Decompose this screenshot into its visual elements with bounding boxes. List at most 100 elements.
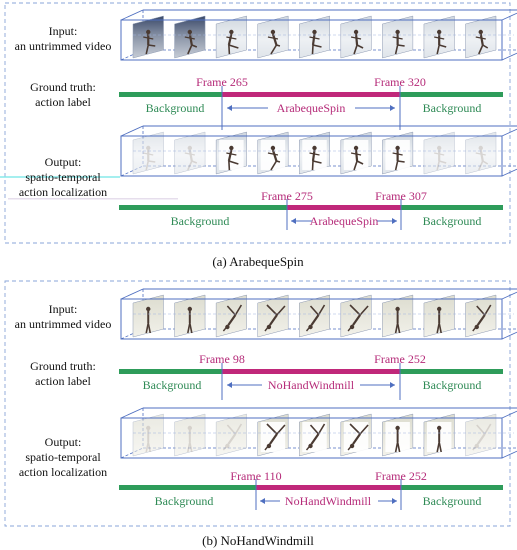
athlete-figure <box>394 306 401 334</box>
panel-a-out-bg-right-label: Background <box>423 214 482 228</box>
athlete-figure <box>436 306 442 334</box>
panel-a-input-label-2: an untrimmed video <box>15 39 112 53</box>
panel-b-gt-bg-left-label: Background <box>143 378 202 392</box>
panel-a-out-start-label: Frame 275 <box>261 189 313 203</box>
panel-a-out-bar-bg-left <box>119 205 287 210</box>
video-frame <box>174 413 206 457</box>
video-frame <box>215 131 247 175</box>
video-frame <box>174 294 206 338</box>
panel-b-gt-end-label: Frame 252 <box>374 352 426 366</box>
video-frame <box>257 413 289 457</box>
panel-a-out-label-1: Output: <box>45 155 82 169</box>
panel-b-gt-label-1: Ground truth: <box>30 359 96 373</box>
athlete-figure <box>222 423 243 451</box>
athlete-figure <box>267 145 281 171</box>
panel-b-gt-action-label: NoHandWindmill <box>268 378 355 392</box>
athlete-figure <box>184 145 198 171</box>
panel-b-out-bar-bg-right <box>401 485 503 490</box>
panel-b-out-bg-left-label: Background <box>155 494 214 508</box>
athlete-figure <box>475 29 489 55</box>
athlete-figure <box>187 306 193 334</box>
panel-b-out-end-label: Frame 252 <box>375 469 427 483</box>
panel-a-gt-label-2: action label <box>35 95 91 109</box>
athlete-figure <box>347 423 369 451</box>
panel-b-gt-start-label: Frame 98 <box>199 352 245 366</box>
video-frame <box>340 15 372 59</box>
panel-b: Input: an untrimmed video Ground truth: … <box>4 280 517 548</box>
panel-b-out-bar-action <box>256 485 401 490</box>
panel-a-gt-label-1: Ground truth: <box>30 80 96 94</box>
athlete-figure <box>472 423 492 451</box>
panel-a-out-bar-bg-right <box>401 205 503 210</box>
video-frame <box>340 413 372 457</box>
athlete-figure <box>305 423 326 451</box>
panel-a-out-bg-left-label: Background <box>171 214 230 228</box>
athlete-figure <box>309 145 322 171</box>
video-frame <box>423 294 455 338</box>
panel-a-input-label-1: Input: <box>49 24 78 38</box>
panel-a-gt-start-label: Frame 265 <box>196 75 248 89</box>
panel-b-input-label-2: an untrimmed video <box>15 317 112 331</box>
athlete-figure <box>350 145 364 171</box>
athlete-figure <box>392 29 405 55</box>
athlete-figure <box>145 425 152 453</box>
athlete-figure <box>184 29 198 55</box>
panel-a-out-end-label: Frame 307 <box>375 189 427 203</box>
panel-a-input-strip <box>120 9 517 61</box>
panel-a-gt-bar-bg-right <box>400 92 503 97</box>
video-frame <box>132 15 164 59</box>
video-frame <box>382 413 414 457</box>
panel-b-gt-bar-bg-right <box>400 369 503 374</box>
video-frame <box>382 294 414 338</box>
video-frame <box>465 131 497 175</box>
athlete-figure <box>436 425 442 453</box>
panel-b-out-bg-right-label: Background <box>423 494 482 508</box>
athlete-figure <box>264 423 286 451</box>
panel-b-input-label-1: Input: <box>49 302 78 316</box>
athlete-figure <box>305 304 326 332</box>
video-frame <box>132 294 164 338</box>
video-frame <box>465 294 497 338</box>
athlete-figure <box>472 304 492 332</box>
panel-b-out-label-3: action localization <box>19 465 107 479</box>
video-frame <box>340 294 372 338</box>
athlete-figure <box>392 145 405 171</box>
athlete-figure <box>434 145 447 171</box>
panel-a-out-label-3: action localization <box>19 185 107 199</box>
athlete-figure <box>475 145 489 171</box>
panel-a-gt-bar-action <box>222 92 400 97</box>
panel-b-gt-bar-action <box>222 369 400 374</box>
video-frame <box>257 294 289 338</box>
panel-a-gt-end-label: Frame 320 <box>374 75 426 89</box>
panel-a-gt-action-label: ArabequeSpin <box>277 101 346 115</box>
athlete-figure <box>143 145 156 171</box>
video-frame <box>299 131 330 175</box>
video-frame <box>423 131 455 175</box>
panel-b-gt-label-2: action label <box>35 374 91 388</box>
athlete-figure <box>309 29 322 55</box>
athlete-figure <box>267 29 281 55</box>
athlete-figure <box>347 304 369 332</box>
video-frame <box>299 294 330 338</box>
video-frame <box>299 15 330 59</box>
panel-b-input-strip <box>120 288 517 340</box>
panel-a-gt-bg-left-label: Background <box>146 101 205 115</box>
panel-b-out-start-label: Frame 110 <box>230 469 281 483</box>
video-frame <box>257 15 289 59</box>
video-frame <box>215 294 247 338</box>
athlete-figure <box>350 29 364 55</box>
panel-a-gt-bg-right-label: Background <box>423 101 482 115</box>
athlete-figure <box>143 29 156 55</box>
video-frame <box>340 131 372 175</box>
panel-b-out-bar-bg-left <box>119 485 256 490</box>
panel-a-gt-bar-bg-left <box>119 92 222 97</box>
athlete-figure <box>226 145 239 171</box>
video-frame <box>465 15 497 59</box>
video-frame <box>215 413 247 457</box>
panel-a-caption: (a) ArabequeSpin <box>212 254 304 269</box>
video-frame <box>299 413 330 457</box>
panel-a-output-strip <box>0 125 517 200</box>
video-frame <box>174 15 206 59</box>
video-frame <box>465 413 497 457</box>
video-frame <box>215 15 247 59</box>
